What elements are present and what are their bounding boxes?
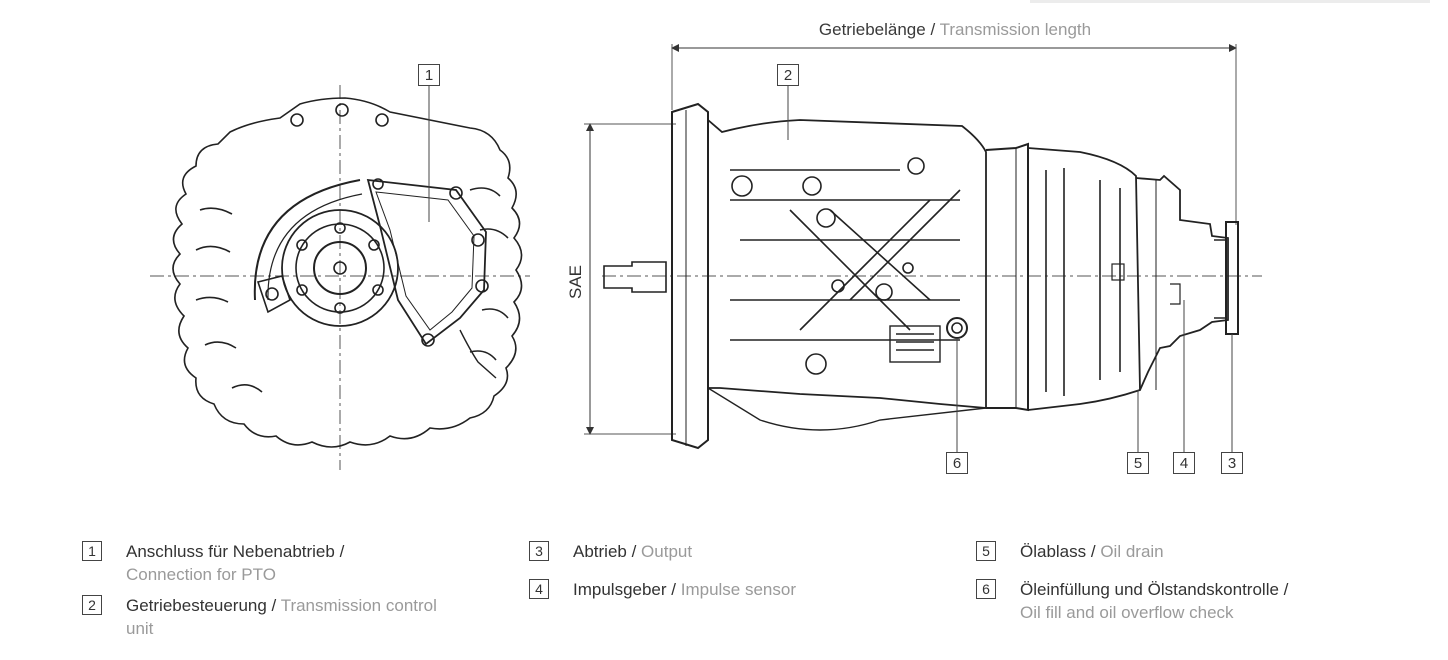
legend-label-de: Öleinfüllung und Ölstandskontrolle / (1020, 580, 1289, 599)
side-view (584, 44, 1262, 452)
callout-6: 6 (946, 452, 968, 474)
legend-label-en: Transmission control unit (126, 596, 437, 638)
transmission-length-label: Getriebelänge / Transmission length (670, 20, 1240, 40)
legend-item-2: 2 Getriebesteuerung / Transmission contr… (82, 594, 462, 640)
legend-item-5: 5 Ölablass / Oil drain (976, 540, 1376, 564)
legend-item-1: 1 Anschluss für Nebenabtrieb / Connection… (82, 540, 462, 586)
legend-number: 2 (82, 595, 102, 615)
callout-4: 4 (1173, 452, 1195, 474)
dimension-label-de: Getriebelänge (818, 20, 926, 39)
legend-label-de: Anschluss für Nebenabtrieb / (126, 542, 345, 561)
legend-label-en: Oil drain (1100, 542, 1164, 561)
legend-number: 1 (82, 541, 102, 561)
legend-label-en: Output (641, 542, 693, 561)
legend-label-de: Getriebesteuerung / (126, 596, 277, 615)
legend-number: 4 (529, 579, 549, 599)
front-view (150, 85, 530, 470)
legend-number: 6 (976, 579, 996, 599)
callout-2: 2 (777, 64, 799, 86)
dimension-label-separator: / (925, 20, 940, 39)
legend-item-4: 4 Impulsgeber / Impulse sensor (529, 578, 909, 602)
legend-label-en: Connection for PTO (126, 565, 276, 584)
legend-label-en: Impulse sensor (680, 580, 797, 599)
legend-number: 5 (976, 541, 996, 561)
callout-1: 1 (418, 64, 440, 86)
legend-label-de: Impulsgeber / (573, 580, 676, 599)
top-edge-bar (1030, 0, 1430, 3)
legend-label-en: Oil fill and oil overflow check (1020, 603, 1234, 622)
callout-3: 3 (1221, 452, 1243, 474)
callout-5: 5 (1127, 452, 1149, 474)
sae-height-label: SAE (566, 264, 586, 300)
legend-label-de: Abtrieb / (573, 542, 637, 561)
dimension-label-en: Transmission length (939, 20, 1092, 39)
legend-item-3: 3 Abtrieb / Output (529, 540, 909, 564)
legend-label-de: Ölablass / (1020, 542, 1096, 561)
legend-item-6: 6 Öleinfüllung und Ölstandskontrolle / Oi… (976, 578, 1376, 624)
legend-number: 3 (529, 541, 549, 561)
